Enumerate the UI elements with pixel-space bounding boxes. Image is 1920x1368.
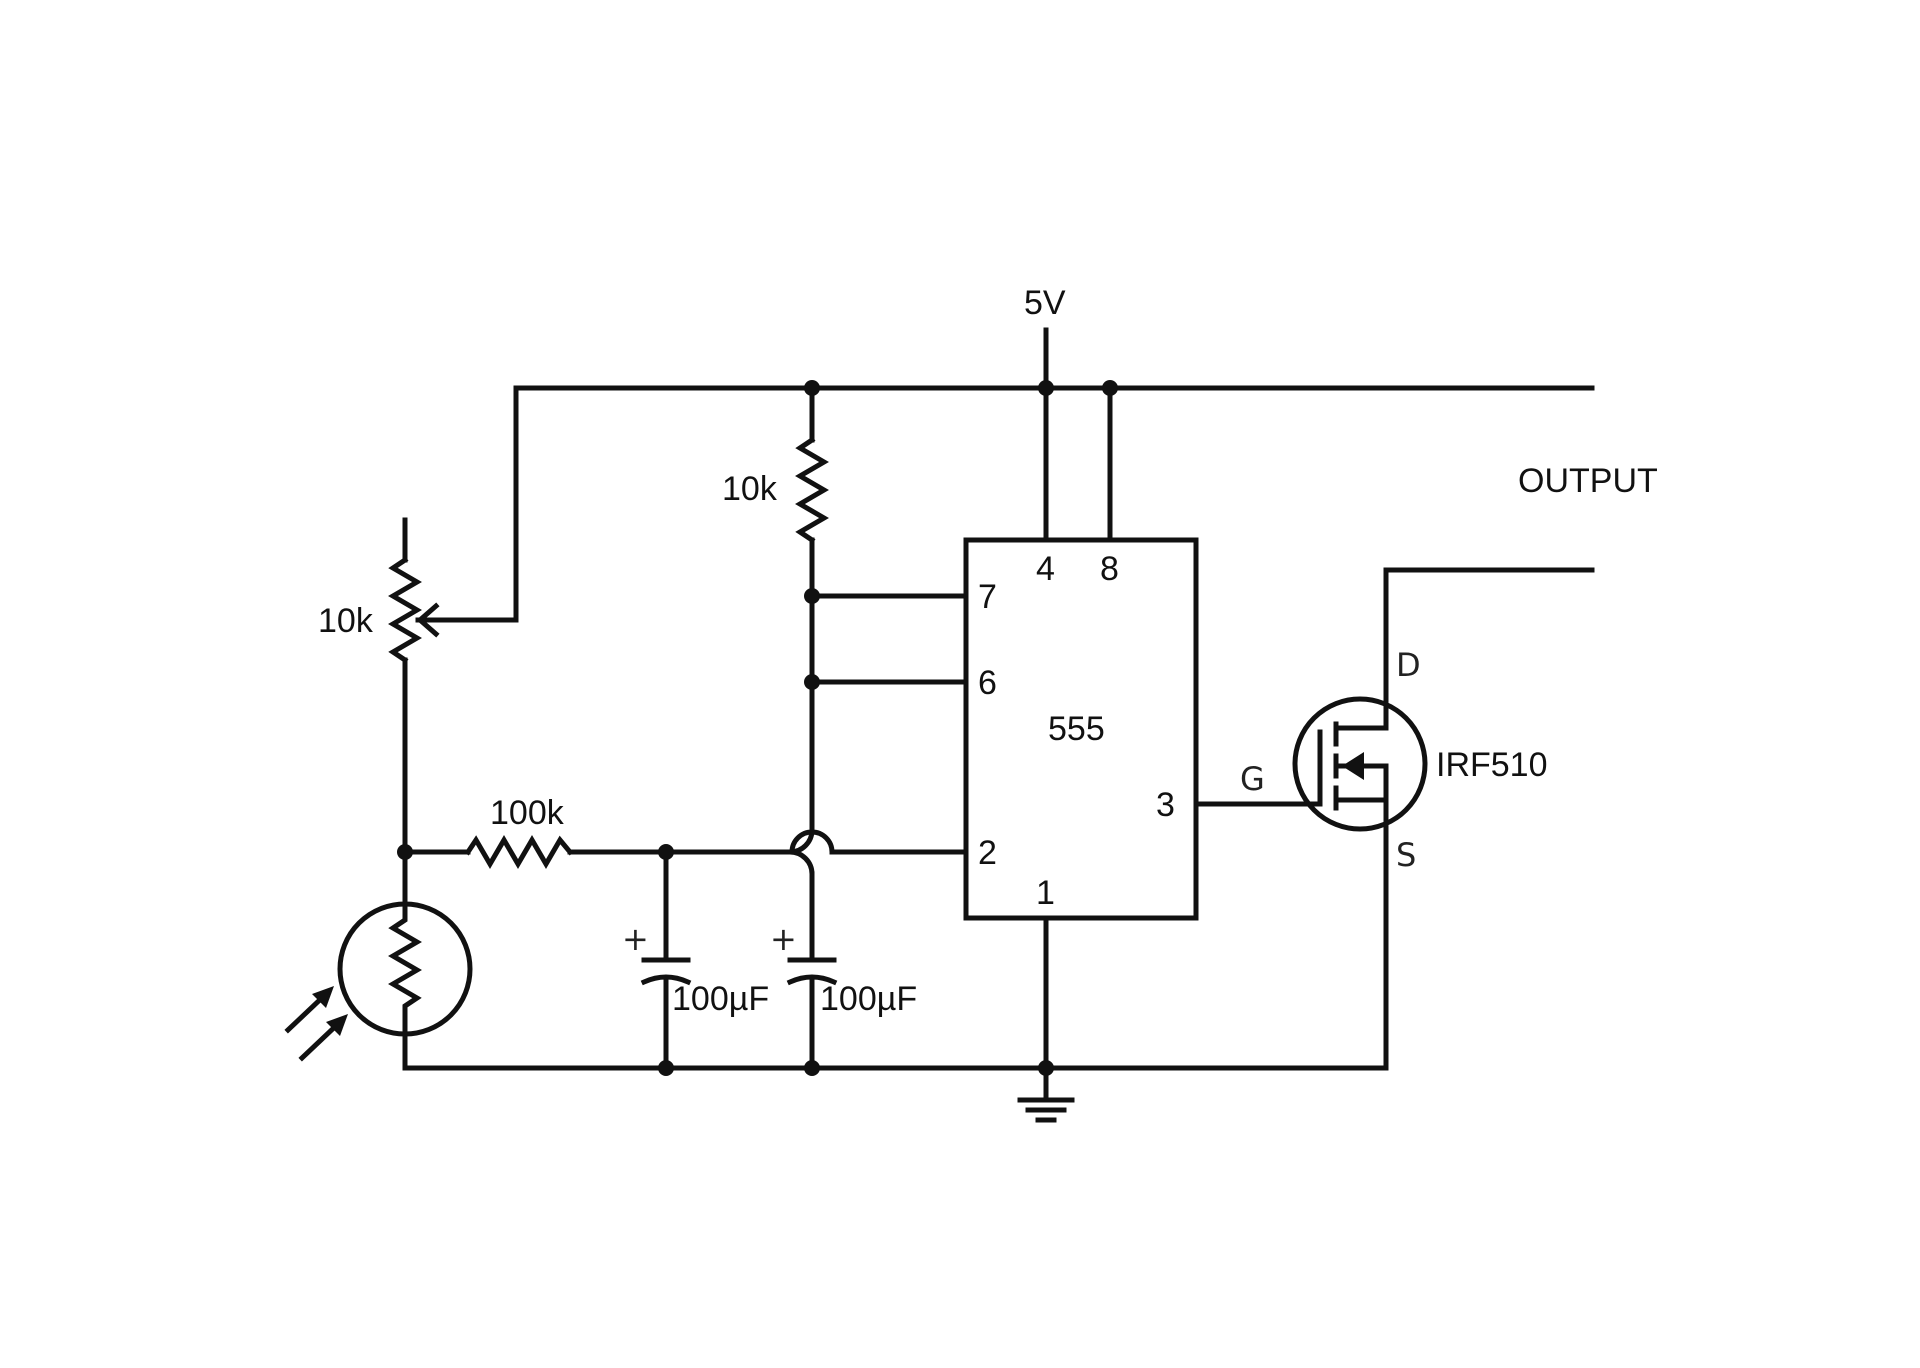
mosfet-name-label: IRF510 [1436,746,1548,784]
wires [402,327,1595,1103]
capacitor-2: + 100µF [770,920,917,1018]
pot-value-label: 10k [318,602,374,640]
ldr-photoresistor [284,901,473,1062]
ground-icon [1017,1097,1075,1123]
cap1-value-label: 100µF [672,980,769,1018]
junction-dots [397,380,1118,1076]
series-value-label: 100k [490,794,565,832]
ic-pin-8: 8 [1100,550,1119,588]
ic-pin-2: 2 [978,834,997,872]
potentiometer: 10k [318,556,443,664]
cap1-polarity: + [622,920,649,958]
ic-pin-4: 4 [1036,550,1055,588]
ic-name: 555 [1048,710,1105,748]
mosfet-gate-label: G [1240,760,1265,798]
output-label: OUTPUT [1518,462,1658,500]
pullup-resistor: 10k [722,436,829,544]
supply-voltage-label: 5V [1024,284,1066,322]
ic-pin-1: 1 [1036,874,1055,912]
ic-555: 555 4 8 7 6 2 1 3 [963,537,1199,921]
ic-pin-7: 7 [978,578,997,616]
cap2-value-label: 100µF [820,980,917,1018]
pullup-value-label: 10k [722,470,778,508]
ic-pin-3: 3 [1156,786,1175,824]
capacitor-1: + 100µF [622,920,769,1018]
cap2-polarity: + [770,920,797,958]
mosfet-irf510: IRF510 G D S [1240,646,1548,874]
mosfet-source-label: S [1396,836,1416,874]
mosfet-drain-label: D [1396,646,1421,684]
ic-pin-6: 6 [978,664,997,702]
series-resistor: 100k [464,794,574,869]
